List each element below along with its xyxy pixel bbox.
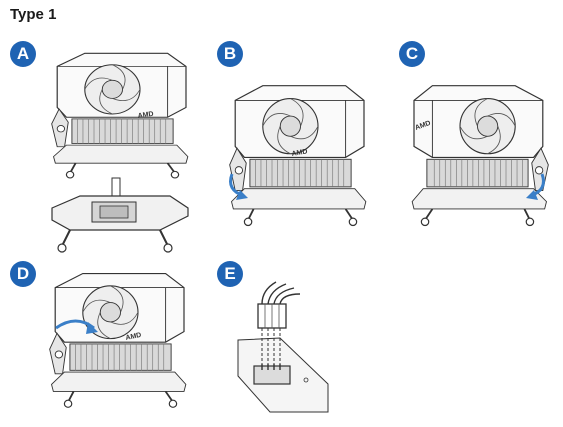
step-a-illustration: AMD bbox=[50, 52, 189, 253]
brand-label: AMD bbox=[137, 111, 154, 120]
step-e-illustration bbox=[237, 281, 329, 413]
brand-label: AMD bbox=[291, 148, 308, 158]
brand-label: AMD bbox=[125, 332, 142, 342]
rotate-arrow-icon bbox=[526, 190, 538, 200]
step-c-illustration: AMD bbox=[411, 84, 550, 227]
step-badge-d: D bbox=[10, 261, 36, 287]
step-badge-a: A bbox=[10, 41, 36, 67]
rotate-arrow-icon bbox=[236, 190, 248, 200]
step-badge-e: E bbox=[217, 261, 243, 287]
step-badge-b: B bbox=[217, 41, 243, 67]
section-title: Type 1 bbox=[10, 6, 57, 23]
rotate-arrow-icon bbox=[86, 322, 98, 334]
step-badge-c: C bbox=[399, 41, 425, 67]
step-d-illustration: AMD bbox=[48, 272, 187, 409]
step-b-illustration: AMD bbox=[228, 84, 367, 227]
